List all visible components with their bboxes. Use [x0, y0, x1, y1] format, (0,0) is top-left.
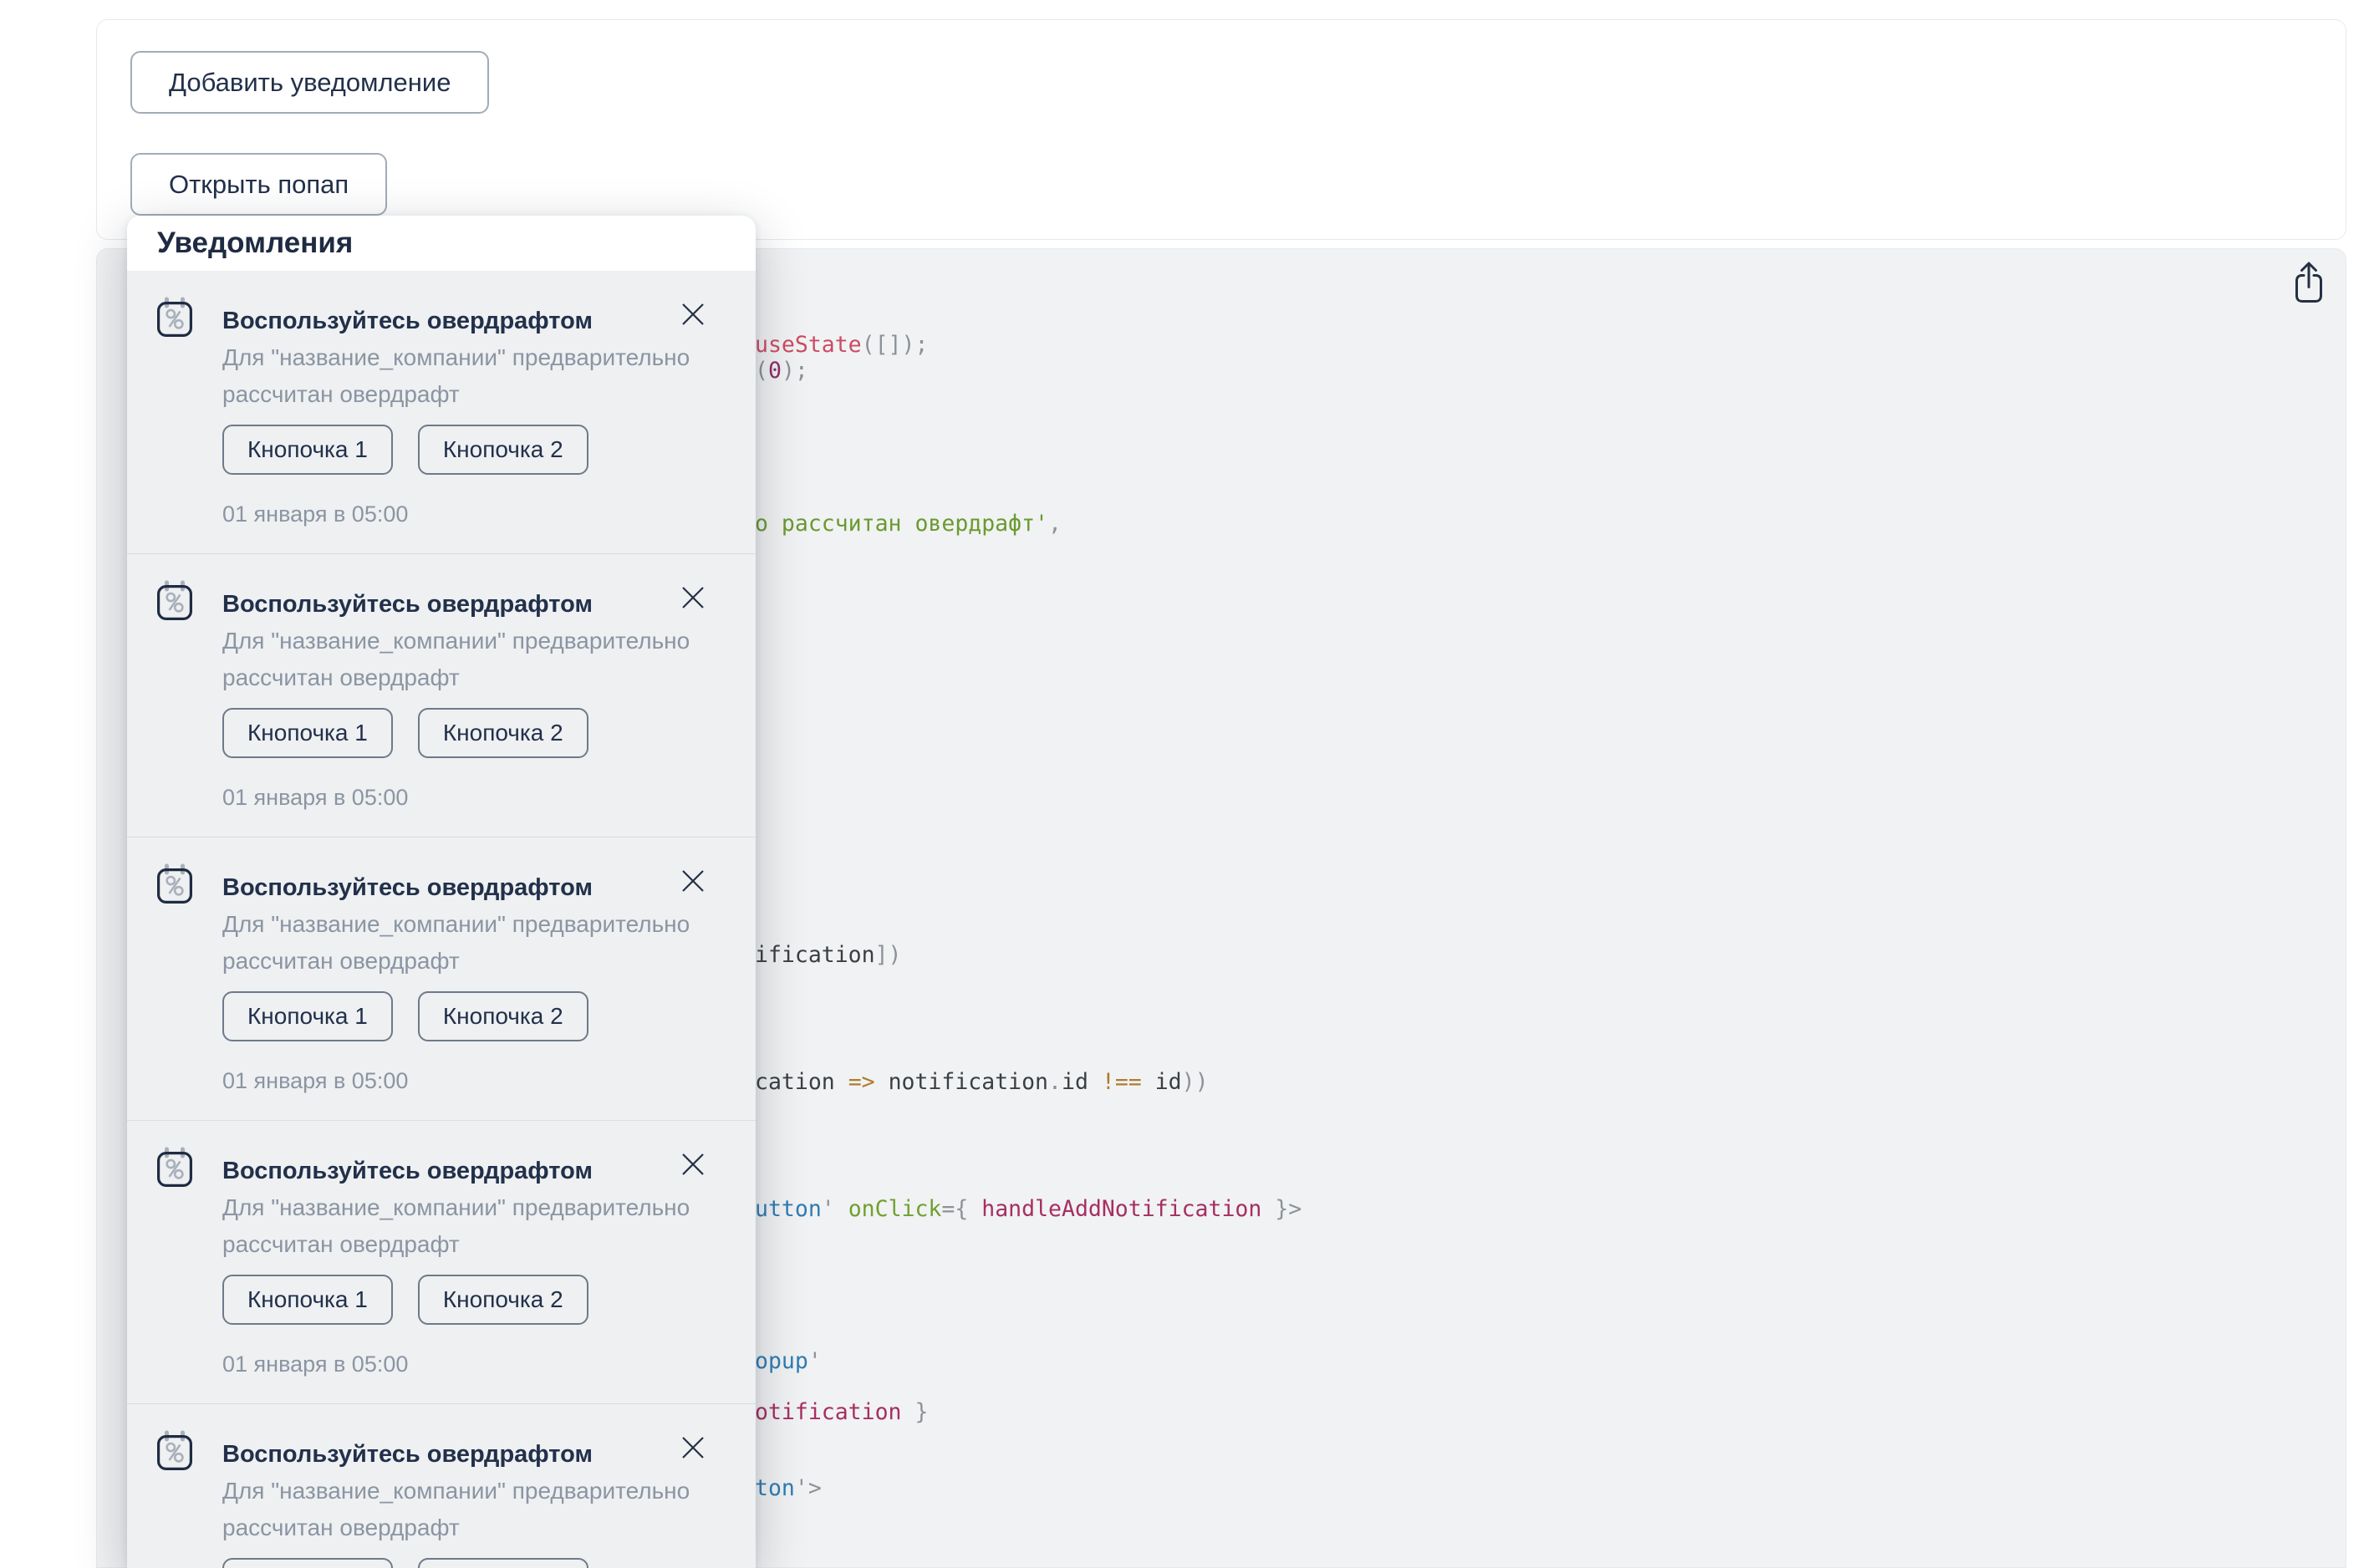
code-token: ))	[1181, 1069, 1209, 1095]
calendar-percent-icon	[156, 1146, 193, 1188]
notification-timestamp: 01 января в 05:00	[222, 1352, 409, 1377]
close-notification-button[interactable]	[680, 1153, 706, 1178]
code-line: utton' onClick={ handleAddNotification }…	[755, 1196, 1302, 1222]
code-line: cation => notification.id !== id))	[755, 1069, 1209, 1095]
notification-action-button-1[interactable]: Кнопочка 1	[222, 1275, 393, 1325]
notification-description: Для "название_компании" предварительно р…	[222, 911, 690, 974]
code-token: .	[1048, 1069, 1062, 1095]
notification-timestamp: 01 января в 05:00	[222, 785, 409, 810]
notification-card: Воспользуйтесь овердрафтом Для "название…	[127, 1121, 756, 1404]
notification-card: Воспользуйтесь овердрафтом Для "название…	[127, 271, 756, 554]
code-token: utton	[755, 1196, 822, 1222]
code-token: ={	[941, 1196, 982, 1222]
calendar-percent-icon	[156, 579, 193, 621]
notification-description: Для "название_компании" предварительно р…	[222, 1194, 690, 1257]
notification-title: Воспользуйтесь овердрафтом	[222, 1158, 593, 1184]
close-icon	[681, 870, 705, 895]
code-token: !==	[1101, 1069, 1142, 1095]
code-token: opup	[755, 1348, 808, 1374]
notification-title: Воспользуйтесь овердрафтом	[222, 308, 593, 334]
code-line: otification }	[755, 1399, 928, 1425]
code-token: }>	[1261, 1196, 1302, 1222]
code-token: ])	[874, 942, 902, 968]
notifications-panel-header: Уведомления	[127, 216, 756, 271]
code-token: otification	[755, 1399, 915, 1425]
code-token: }	[914, 1399, 929, 1425]
toolbar-card: Добавить уведомление Открыть попап	[96, 19, 2346, 240]
code-token: ton	[755, 1475, 795, 1501]
code-token: '	[807, 1348, 822, 1374]
notification-action-button-2[interactable]: Кнопочка 2	[417, 1275, 588, 1325]
code-line: useState([]);	[755, 332, 928, 358]
share-export-icon	[2292, 262, 2326, 306]
code-token: cation	[755, 1069, 848, 1095]
notification-action-button-2[interactable]: Кнопочка 2	[417, 708, 588, 758]
notification-title: Воспользуйтесь овердрафтом	[222, 591, 593, 618]
calendar-percent-icon	[156, 296, 193, 338]
notification-actions: Кнопочка 1 Кнопочка 2	[222, 425, 709, 475]
code-line: ton'>	[755, 1475, 822, 1501]
code-token: (	[755, 358, 768, 384]
notification-actions: Кнопочка 1 Кнопочка 2	[222, 1275, 709, 1325]
code-token: '>	[794, 1475, 822, 1501]
code-token: о рассчитан овердрафт'	[755, 511, 1048, 537]
notification-description: Для "название_компании" предварительно р…	[222, 344, 690, 407]
code-line: (0);	[755, 358, 808, 384]
close-notification-button[interactable]	[680, 1436, 706, 1461]
close-notification-button[interactable]	[680, 586, 706, 611]
notification-timestamp: 01 января в 05:00	[222, 1068, 409, 1093]
notification-action-button-1[interactable]: Кнопочка 1	[222, 991, 393, 1041]
add-notification-button[interactable]: Добавить уведомление	[130, 51, 490, 114]
code-token: ification	[755, 942, 875, 968]
panel-title: Уведомления	[157, 227, 354, 259]
close-icon	[681, 303, 705, 328]
code-token: 0	[767, 358, 782, 384]
notification-card: Воспользуйтесь овердрафтом Для "название…	[127, 554, 756, 837]
code-token: =>	[848, 1069, 875, 1095]
code-line: о рассчитан овердрафт',	[755, 511, 1062, 537]
notification-title: Воспользуйтесь овердрафтом	[222, 1441, 593, 1468]
notification-card: Воспользуйтесь овердрафтом Для "название…	[127, 1404, 756, 1568]
code-token: ([]);	[861, 332, 929, 358]
notification-action-button-1[interactable]: Кнопочка 1	[222, 425, 393, 475]
notification-title: Воспользуйтесь овердрафтом	[222, 874, 593, 901]
notification-action-button-2[interactable]: Кнопочка 2	[417, 425, 588, 475]
close-icon	[681, 1437, 705, 1462]
notification-actions: Кнопочка 1 Кнопочка 2	[222, 991, 709, 1041]
code-token: useState	[755, 332, 862, 358]
code-line: opup'	[755, 1348, 822, 1374]
close-notification-button[interactable]	[680, 303, 706, 328]
notification-timestamp: 01 января в 05:00	[222, 501, 409, 527]
close-notification-button[interactable]	[680, 869, 706, 894]
notification-action-button-1[interactable]: Кнопочка 1	[222, 708, 393, 758]
code-token: );	[781, 358, 808, 384]
open-popup-button[interactable]: Открыть попап	[130, 153, 388, 216]
code-token: ,	[1048, 511, 1062, 537]
calendar-percent-icon	[156, 863, 193, 904]
notification-action-button-1[interactable]: Кнопочка 1	[222, 1558, 393, 1568]
code-token: notification	[874, 1069, 1049, 1095]
close-icon	[681, 587, 705, 612]
code-token: '	[821, 1196, 848, 1222]
notification-description: Для "название_компании" предварительно р…	[222, 1478, 690, 1540]
calendar-percent-icon	[156, 1429, 193, 1471]
notification-action-button-2[interactable]: Кнопочка 2	[417, 991, 588, 1041]
notifications-list: Воспользуйтесь овердрафтом Для "название…	[127, 271, 756, 1568]
code-token: onClick	[848, 1196, 942, 1222]
code-token: handleAddNotification	[981, 1196, 1262, 1222]
notification-actions: Кнопочка 1 Кнопочка 2	[222, 708, 709, 758]
notifications-panel: Уведомления Воспользуйтесь овердрафтом Д…	[127, 216, 756, 1568]
code-line: ification])	[755, 942, 902, 968]
code-token: id	[1062, 1069, 1102, 1095]
notification-description: Для "название_компании" предварительно р…	[222, 628, 690, 690]
code-token: id	[1141, 1069, 1182, 1095]
notification-card: Воспользуйтесь овердрафтом Для "название…	[127, 837, 756, 1121]
notification-action-button-2[interactable]: Кнопочка 2	[417, 1558, 588, 1568]
share-button[interactable]	[2290, 259, 2327, 306]
notification-actions: Кнопочка 1 Кнопочка 2	[222, 1558, 709, 1568]
close-icon	[681, 1153, 705, 1179]
